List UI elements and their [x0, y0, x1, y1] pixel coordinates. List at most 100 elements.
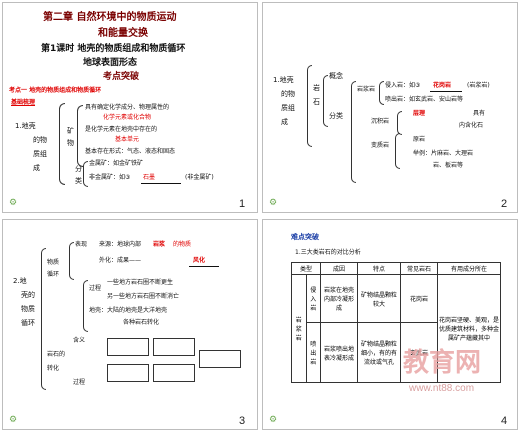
slide2-classify: 分类	[329, 112, 343, 120]
slide1-mid-2: 物	[67, 139, 74, 147]
slide3-node-4: 循环	[21, 319, 35, 327]
slide2-rock: 岩	[313, 84, 320, 92]
slide1-brace-2	[77, 105, 83, 167]
slide1-row-5b: 石墨	[143, 174, 156, 181]
slide3-row-1c: 的物质	[173, 241, 192, 248]
watermark-text: 教育网	[403, 348, 482, 378]
slide1-logo-icon: ⚙	[9, 198, 18, 208]
slide1-blank-line	[141, 183, 181, 184]
slide2-igneous: 岩浆岩	[357, 86, 376, 93]
slide2-stone: 石	[313, 98, 320, 106]
slide4-logo-icon: ⚙	[269, 415, 278, 425]
slide1-title-line3: 第1课时 地壳的物质组成和物质循环	[41, 44, 186, 54]
slide1-node-2: 的物	[33, 136, 47, 144]
slide3-blank-line	[189, 266, 219, 267]
slide1-node-4: 成	[33, 164, 40, 172]
slide3-b: 循环	[47, 271, 60, 278]
table-row: 喷出岩 岩浆喷出地表冷凝形成 矿物结晶颗粒细小，有的有流纹或气孔 玄武岩	[292, 322, 501, 383]
slide2-meta-1: 原岩	[413, 136, 426, 143]
slide3-diagram-box-5	[199, 350, 241, 368]
slide3-row-2b: 风化	[193, 257, 206, 264]
table-cell: 花岗岩	[400, 274, 438, 323]
slide1-mid-4: 类	[75, 177, 82, 185]
table-cell: 侵入岩	[305, 274, 321, 323]
slide3-a: 物质	[47, 259, 60, 266]
table-cell: 矿物结晶颗粒较大	[357, 274, 401, 323]
slide1-row-5c: (非金属矿)	[185, 174, 214, 181]
table-header-cell: 特点	[357, 262, 401, 275]
slide2-igneous-1c: (岩浆岩)	[467, 82, 490, 89]
slide3-brace-1	[41, 248, 46, 390]
slide-2-thumbnail[interactable]: 1.地壳 的物 质组 成 岩 石 概念 分类 岩浆岩 侵入岩：如③ 花岗岩 (岩…	[262, 2, 518, 213]
slide1-brace-3	[83, 161, 88, 187]
table-header-cell: 有用成分所在	[437, 262, 501, 275]
slide1-row-2b: 基本单元	[115, 136, 140, 143]
slide3-row-1: 来源：地球内部	[99, 241, 142, 248]
table-cell: 岩浆岩	[291, 274, 307, 383]
slide2-sed-1b: 具有	[473, 110, 486, 117]
table-cell: 岩浆在地壳内部冷凝形成	[320, 274, 358, 323]
slide2-sedimentary: 沉积岩	[371, 118, 390, 125]
slide2-brace-6	[395, 133, 400, 169]
slide1-row-2: 是化学元素在地壳中存在的	[85, 126, 158, 133]
slide3-c: 岩石的	[47, 351, 66, 358]
slide1-brace-1	[59, 103, 65, 185]
slide2-brace-4	[379, 81, 384, 105]
slide4-page-number: 4	[501, 415, 508, 427]
slide2-meta-2: 举例：片麻岩、大理岩	[413, 150, 474, 157]
slide3-node-2: 壳的	[21, 291, 35, 299]
slide2-igneous-2: 喷出岩：如玄武岩、安山岩等	[385, 96, 464, 103]
slide-4-thumbnail[interactable]: 难点突破 1.三大类岩石的对比分析 类型 成因 特点 常见岩石 有用成分所在 岩…	[262, 219, 518, 430]
slide1-node-3: 质组	[33, 150, 47, 158]
slide-1-thumbnail[interactable]: 第二章 自然环境中的物质运动 和能量交换 第1课时 地壳的物质组成和物质循环 地…	[2, 2, 258, 213]
slide1-title-line5: 考点突破	[103, 72, 140, 82]
slide3-page-number: 3	[239, 415, 246, 427]
slide2-brace-1	[307, 65, 312, 147]
slide2-node-1: 1.地壳	[273, 76, 294, 84]
slide1-title-line1: 第二章 自然环境中的物质运动	[43, 12, 177, 23]
slide1-node-1: 1.地壳	[15, 122, 36, 130]
slide1-subsection: 基础梳理	[11, 99, 36, 106]
slide3-logo-icon: ⚙	[9, 415, 18, 425]
table-cell: 玄武岩	[400, 322, 438, 383]
table-header-row: 类型 成因 特点 常见岩石 有用成分所在	[291, 262, 501, 275]
table-header-cell: 常见岩石	[400, 262, 438, 275]
slide3-row-3: 一些地方岩石圈不断更生	[107, 279, 174, 286]
slide4-subtitle: 1.三大类岩石的对比分析	[295, 249, 361, 256]
slide3-d: 转化	[47, 365, 60, 372]
slide3-label-b: 过程	[89, 285, 102, 292]
slide2-blank-line-1	[430, 91, 462, 92]
slide1-row-4: 金属矿：如金矿铁矿	[89, 160, 144, 167]
slide3-brace-2	[69, 242, 74, 280]
table-cell: 矿物结晶颗粒细小，有的有流纹或气孔	[357, 322, 401, 383]
slide3-label-a: 表现	[75, 241, 88, 248]
slide2-node-4: 成	[281, 118, 288, 126]
slide3-node-3: 物质	[21, 305, 35, 313]
slide1-row-1b: 化学元素或化合物	[103, 114, 152, 121]
slide2-igneous-1b: 花岗岩	[433, 82, 452, 89]
slide2-brace-2	[323, 75, 328, 127]
slide3-row-6: 各种岩石转化	[123, 319, 160, 326]
slide3-diagram-box-3	[107, 364, 149, 382]
slide3-label-d: 过程	[73, 379, 86, 386]
slide2-node-2: 的物	[281, 90, 295, 98]
slide1-row-1: 具有确定化学成分、物理属性的	[85, 104, 170, 111]
slide2-concept: 概念	[329, 72, 343, 80]
table-row: 岩浆岩 侵入岩 岩浆在地壳内部冷凝形成 矿物结晶颗粒较大 花岗岩 花岗岩坚硬、美…	[291, 274, 501, 383]
slide3-brace-3	[83, 280, 88, 332]
slide3-row-2: 外化：成果——	[99, 257, 142, 264]
slide1-row-3: 基本存在形式：气态、液态和固态	[85, 148, 176, 155]
slide2-metamorphic: 变质岩	[371, 142, 390, 149]
slide2-sed-2b: 内含化石	[459, 122, 484, 129]
table-header-cell: 成因	[320, 262, 358, 275]
slide1-title-line4: 地球表面形态	[83, 58, 138, 68]
slide1-title-line2: 和能量交换	[98, 28, 148, 39]
table-cell: 岩浆喷出地表冷凝形成	[320, 322, 358, 383]
table-header-cell: 类型	[291, 262, 321, 275]
slide-3-thumbnail[interactable]: 2.地 壳的 物质 循环 物质 循环 岩石的 转化 表现 来源：地球内部 岩浆 …	[2, 219, 258, 430]
slide3-row-1b: 岩浆	[153, 241, 166, 248]
slide2-logo-icon: ⚙	[269, 198, 278, 208]
slide1-row-5: 非金属矿：如③	[89, 174, 131, 181]
slide2-igneous-1: 侵入岩：如③	[385, 82, 421, 89]
slide3-node-1: 2.地	[13, 277, 27, 285]
